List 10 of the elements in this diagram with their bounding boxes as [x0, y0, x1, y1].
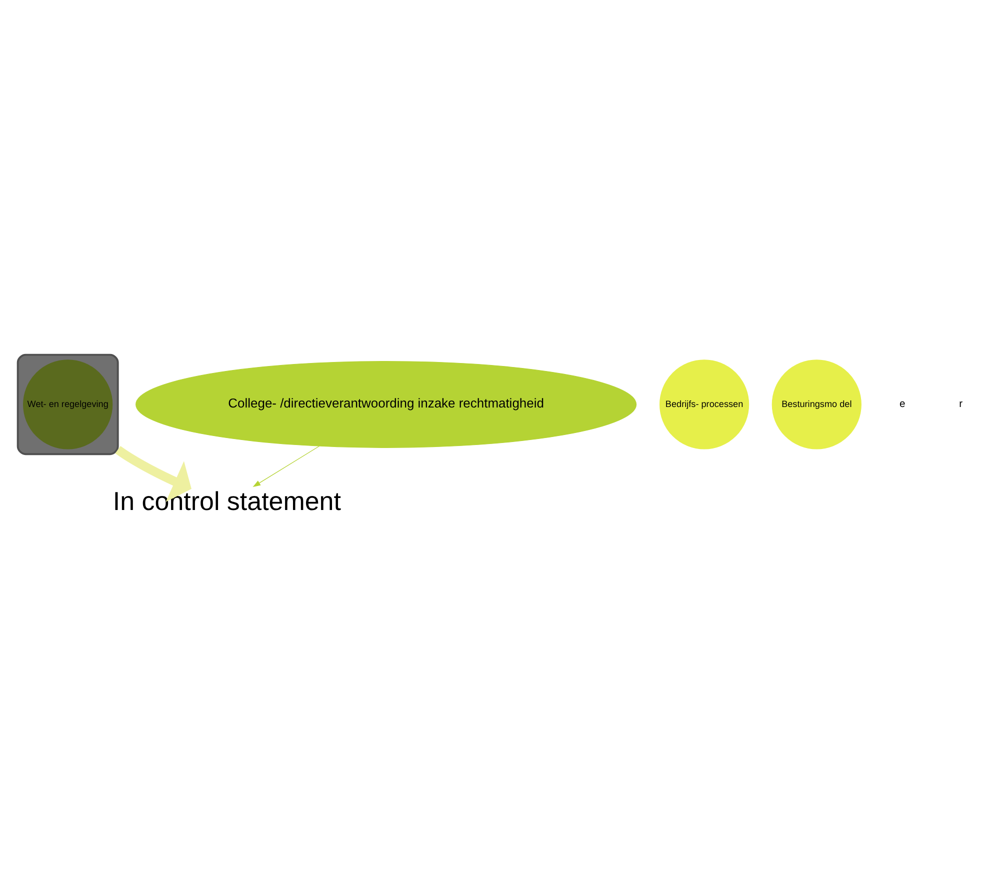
node-circle: Bedrijfs- processen	[659, 360, 750, 450]
node-text: In control statement	[112, 486, 341, 516]
label: r	[959, 398, 963, 410]
arrow	[115, 446, 192, 502]
cluster	[16, 354, 119, 456]
node-circle: Besturingsmo del	[772, 360, 862, 450]
node-circle: Wet- en regelgeving	[23, 360, 113, 450]
arrow	[252, 446, 320, 488]
label: e	[899, 398, 906, 410]
node-ellipse: College- /directieverantwoording inzake rechtmatigheid	[136, 361, 637, 448]
